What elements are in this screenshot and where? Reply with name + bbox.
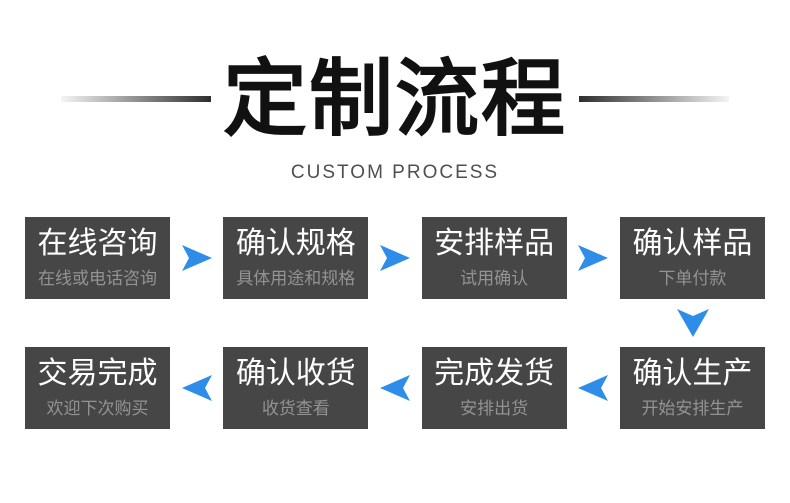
page-subtitle: CUSTOM PROCESS [290, 162, 500, 183]
arrow-down-icon [677, 309, 709, 337]
step-subtitle: 开始安排生产 [641, 399, 744, 419]
step-title: 交易完成 [37, 356, 158, 390]
arrow-left-icon [181, 375, 212, 401]
step-arrange-sample: 安排样品 试用确认 [421, 217, 567, 299]
header: 定制流程 [0, 0, 790, 148]
step-title: 安排样品 [434, 226, 555, 260]
step-confirm-receipt: 确认收货 收货查看 [223, 347, 369, 429]
arrow-right-icon [379, 245, 410, 271]
flow-row-1: 在线咨询 在线或电话咨询 确认规格 具体用途和规格 安排样品 试用确认 确认样品 [0, 217, 790, 299]
step-title: 确认收货 [235, 356, 356, 390]
step-subtitle: 在线或电话咨询 [38, 269, 157, 289]
step-title: 确认样品 [632, 226, 753, 260]
step-title: 完成发货 [434, 356, 555, 390]
step-subtitle: 欢迎下次购买 [46, 399, 149, 419]
step-confirm-specs: 确认规格 具体用途和规格 [223, 217, 369, 299]
step-confirm-sample: 确认样品 下单付款 [619, 217, 765, 299]
title-dash-right [579, 96, 729, 102]
step-confirm-production: 确认生产 开始安排生产 [619, 347, 765, 429]
step-subtitle: 安排出货 [460, 399, 529, 419]
title-dash-left [60, 96, 211, 102]
step-title: 确认生产 [632, 356, 753, 390]
step-deal-complete: 交易完成 欢迎下次购买 [25, 347, 170, 429]
arrow-right-icon [578, 245, 609, 271]
process-flow: 在线咨询 在线或电话咨询 确认规格 具体用途和规格 安排样品 试用确认 确认样品 [0, 217, 790, 429]
step-subtitle: 收货查看 [261, 399, 330, 419]
arrow-left-icon [379, 375, 410, 401]
arrow-left-icon [578, 375, 609, 401]
flow-connector-row [0, 299, 790, 347]
step-complete-shipment: 完成发货 安排出货 [421, 347, 567, 429]
flow-row-2: 交易完成 欢迎下次购买 确认收货 收货查看 完成发货 安排出货 确认生产 [0, 347, 790, 429]
step-subtitle: 具体用途和规格 [236, 269, 356, 289]
step-subtitle: 试用确认 [460, 269, 529, 289]
page-title: 定制流程 [222, 52, 567, 146]
step-title: 确认规格 [235, 226, 356, 260]
arrow-right-icon [181, 245, 212, 271]
step-subtitle: 下单付款 [658, 269, 727, 289]
step-online-consult: 在线咨询 在线或电话咨询 [25, 217, 170, 299]
step-title: 在线咨询 [37, 226, 158, 260]
